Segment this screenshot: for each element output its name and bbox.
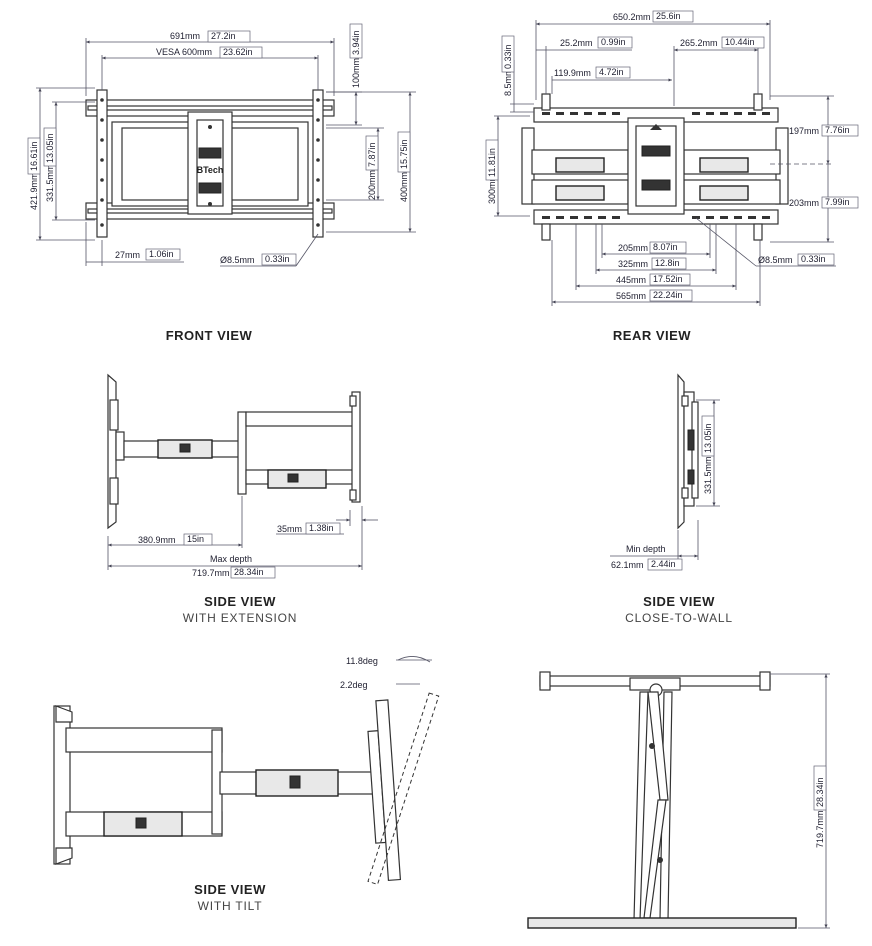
front-view-title: FRONT VIEW <box>165 328 253 343</box>
dim-wall-min-label: Min depth <box>626 544 666 554</box>
dim-rear-width-mm: 650.2mm <box>613 12 651 22</box>
dim-front-421-mm: 421.9mm <box>29 172 39 210</box>
dim-tilt-22: 2.2deg <box>340 680 368 690</box>
dim-tilt-118: 11.8deg <box>346 656 378 666</box>
side-ext-subtitle: WITH EXTENSION <box>182 611 298 625</box>
side-extension-drawing <box>107 373 361 530</box>
side-extension-dimensions: 380.9mm 15in 35mm 1.38in Max depth 719.7… <box>107 496 378 579</box>
dim-rear-205-mm: 205mm <box>618 243 648 253</box>
dim-ext-380-mm: 380.9mm <box>138 535 176 545</box>
side-tilt-dimensions: 11.8deg 2.2deg <box>340 656 432 690</box>
dim-wall-331-in: 13.05in <box>703 423 713 453</box>
dim-rear-203-in: 7.99in <box>825 197 850 207</box>
dim-ext-max-mm: 719.7mm <box>192 568 230 578</box>
dim-rear-25-mm: 25.2mm <box>560 38 593 48</box>
side-ext-title: SIDE VIEW <box>204 594 276 609</box>
dim-front-hole-mm: Ø8.5mm <box>220 255 255 265</box>
dim-ext-380-in: 15in <box>187 534 204 544</box>
dim-front-vesa-mm: VESA 600mm <box>156 47 212 57</box>
dim-rear-85-mm: 8.5mm <box>503 68 513 96</box>
dim-front-421-in: 16.61in <box>29 141 39 171</box>
front-view-drawing: BTech <box>85 89 335 238</box>
dim-rear-25-in: 0.99in <box>601 37 626 47</box>
dim-rear-265-mm: 265.2mm <box>680 38 718 48</box>
dim-rear-119-in: 4.72in <box>599 67 624 77</box>
dim-wall-min-in: 2.44in <box>651 559 676 569</box>
dim-rear-565-in: 22.24in <box>653 290 683 300</box>
side-wall-drawing <box>677 373 699 530</box>
top-view-dimensions: 719.7mm 28.34in <box>770 673 830 929</box>
front-view-dimensions: 691mm 27.2in VESA 600mm 23.62in 100mm 3.… <box>27 23 416 267</box>
dim-rear-445-in: 17.52in <box>653 274 683 284</box>
dim-top-719-in: 28.34in <box>815 777 825 807</box>
dim-front-100-in: 3.94in <box>351 30 361 55</box>
dim-front-200-mm: 200mm <box>367 170 377 200</box>
dim-ext-35-mm: 35mm <box>277 524 302 534</box>
dim-front-vesa-in: 23.62in <box>223 47 253 57</box>
side-wall-title: SIDE VIEW <box>643 594 715 609</box>
dim-ext-max-label: Max depth <box>210 554 252 564</box>
dim-rear-205-in: 8.07in <box>653 242 678 252</box>
dim-rear-300-in: 11.81in <box>487 148 497 177</box>
dim-ext-max-in: 28.34in <box>234 567 264 577</box>
dim-rear-197-in: 7.76in <box>825 125 850 135</box>
side-tilt-drawing <box>53 692 440 886</box>
dim-front-hole-in: 0.33in <box>265 254 290 264</box>
dim-front-331-mm: 331.5mm <box>45 164 55 202</box>
rear-view-dimensions: 650.2mm 25.6in 25.2mm 0.99in 265.2mm 10.… <box>485 10 859 306</box>
dim-rear-325-in: 12.8in <box>655 258 680 268</box>
side-wall-subtitle: CLOSE-TO-WALL <box>625 611 733 625</box>
dim-front-331-in: 13.05in <box>45 133 55 163</box>
dim-rear-565-mm: 565mm <box>616 291 646 301</box>
dim-front-400-in: 15.75in <box>399 139 409 169</box>
dim-rear-325-mm: 325mm <box>618 259 648 269</box>
dim-rear-445-mm: 445mm <box>616 275 646 285</box>
side-wall-dimensions: 331.5mm 13.05in Min depth 62.1mm 2.44in <box>610 399 720 571</box>
dim-rear-300-mm: 300mm <box>487 174 497 204</box>
rear-view-title: REAR VIEW <box>612 328 692 343</box>
dim-rear-265-in: 10.44in <box>725 37 755 47</box>
side-tilt-subtitle: WITH TILT <box>197 899 263 913</box>
rear-view-drawing <box>521 93 789 241</box>
dim-rear-119-mm: 119.9mm <box>554 68 591 78</box>
dim-front-200-in: 7.87in <box>367 142 377 167</box>
dim-front-100-mm: 100mm <box>351 58 361 88</box>
dim-wall-min-mm: 62.1mm <box>611 560 644 570</box>
dim-front-27-in: 1.06in <box>149 249 174 259</box>
dim-front-width-in: 27.2in <box>211 31 236 41</box>
top-view-drawing <box>527 671 797 929</box>
dim-rear-hole-mm: Ø8.5mm <box>758 255 793 265</box>
dim-rear-width-in: 25.6in <box>656 11 681 21</box>
dim-front-27-mm: 27mm <box>115 250 140 260</box>
dim-ext-35-in: 1.38in <box>309 523 334 533</box>
dim-wall-331-mm: 331.5mm <box>703 456 713 494</box>
dim-rear-hole-in: 0.33in <box>801 254 826 264</box>
dim-front-width-mm: 691mm <box>170 31 200 41</box>
dim-top-719-mm: 719.7mm <box>815 810 825 848</box>
dim-rear-85-in: 0.33in <box>503 44 513 69</box>
side-tilt-title: SIDE VIEW <box>194 882 266 897</box>
dim-front-400-mm: 400mm <box>399 172 409 202</box>
btech-logo: BTech <box>197 165 224 175</box>
dim-rear-197-mm: 197mm <box>789 126 819 136</box>
dim-rear-203-mm: 203mm <box>789 198 819 208</box>
